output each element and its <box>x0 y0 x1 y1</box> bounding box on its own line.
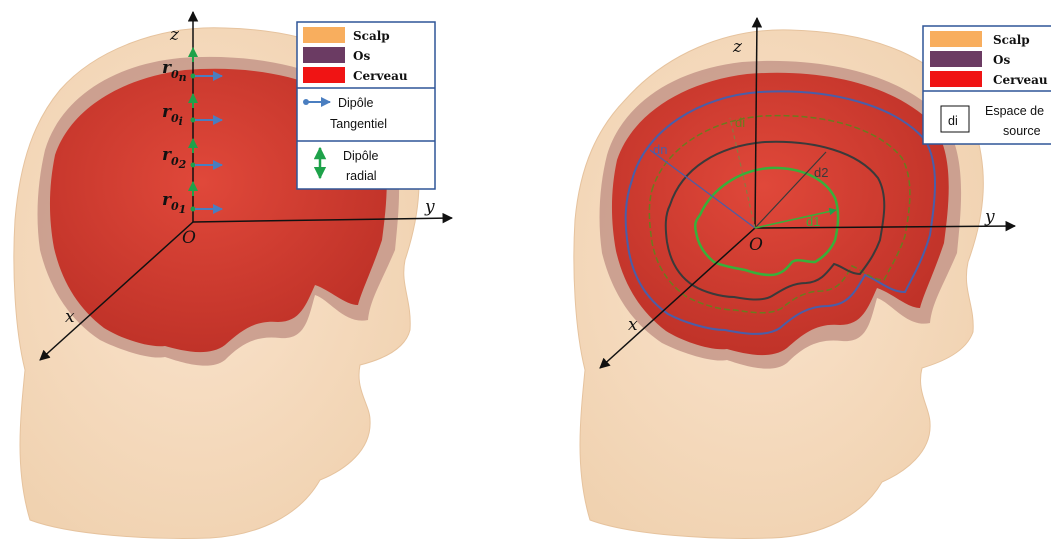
legend-label-os: Os <box>993 53 1010 67</box>
legend-space-line1: Espace de <box>985 104 1044 118</box>
legend-source-symbol: di <box>948 114 958 128</box>
legend-swatch-scalp <box>303 27 345 43</box>
label-d1: d1 <box>806 214 820 229</box>
legend-label-os: Os <box>353 49 370 63</box>
label-di: di <box>735 115 745 130</box>
legend-label-scalp: Scalp <box>353 29 390 43</box>
left-origin-label: O <box>182 228 196 248</box>
left-panel: z y x O r0n r0i r02 r01 <box>14 12 452 538</box>
legend-tangential-line1: Dipôle <box>338 96 373 110</box>
left-z-label: z <box>169 25 180 45</box>
label-dn: dn <box>653 142 667 157</box>
legend-label-scalp: Scalp <box>993 33 1030 47</box>
right-head <box>574 30 983 539</box>
legend-swatch-os <box>930 51 982 67</box>
legend-tangential-line2: Tangentiel <box>330 117 387 131</box>
right-z-label: z <box>732 37 743 57</box>
left-y-label: y <box>424 197 435 217</box>
left-legend: Scalp Os Cerveau Dipôle Tangentiel Dipôl… <box>297 22 435 189</box>
legend-swatch-os <box>303 47 345 63</box>
right-legend: Scalp Os Cerveau di Espace de source <box>923 26 1051 144</box>
dipole-origin-dot <box>191 207 196 212</box>
legend-label-cerveau: Cerveau <box>993 73 1048 87</box>
legend-space-line2: source <box>1003 124 1041 138</box>
dipole-origin-dot <box>191 74 196 79</box>
legend-swatch-scalp <box>930 31 982 47</box>
right-y-label: y <box>984 207 995 227</box>
label-d2: d2 <box>814 165 828 180</box>
legend-radial-line2: radial <box>346 169 377 183</box>
legend-radial-line1: Dipôle <box>343 149 378 163</box>
legend-swatch-cerveau <box>303 67 345 83</box>
legend-swatch-cerveau <box>930 71 982 87</box>
right-origin-label: O <box>749 235 763 255</box>
left-x-label: x <box>65 307 75 327</box>
right-panel: z y x O dn di d2 d1 Scalp Os Cerveau di … <box>574 18 1051 538</box>
right-x-label: x <box>628 315 638 335</box>
dipole-origin-dot <box>191 118 196 123</box>
legend-label-cerveau: Cerveau <box>353 69 408 83</box>
dipole-origin-dot <box>191 163 196 168</box>
